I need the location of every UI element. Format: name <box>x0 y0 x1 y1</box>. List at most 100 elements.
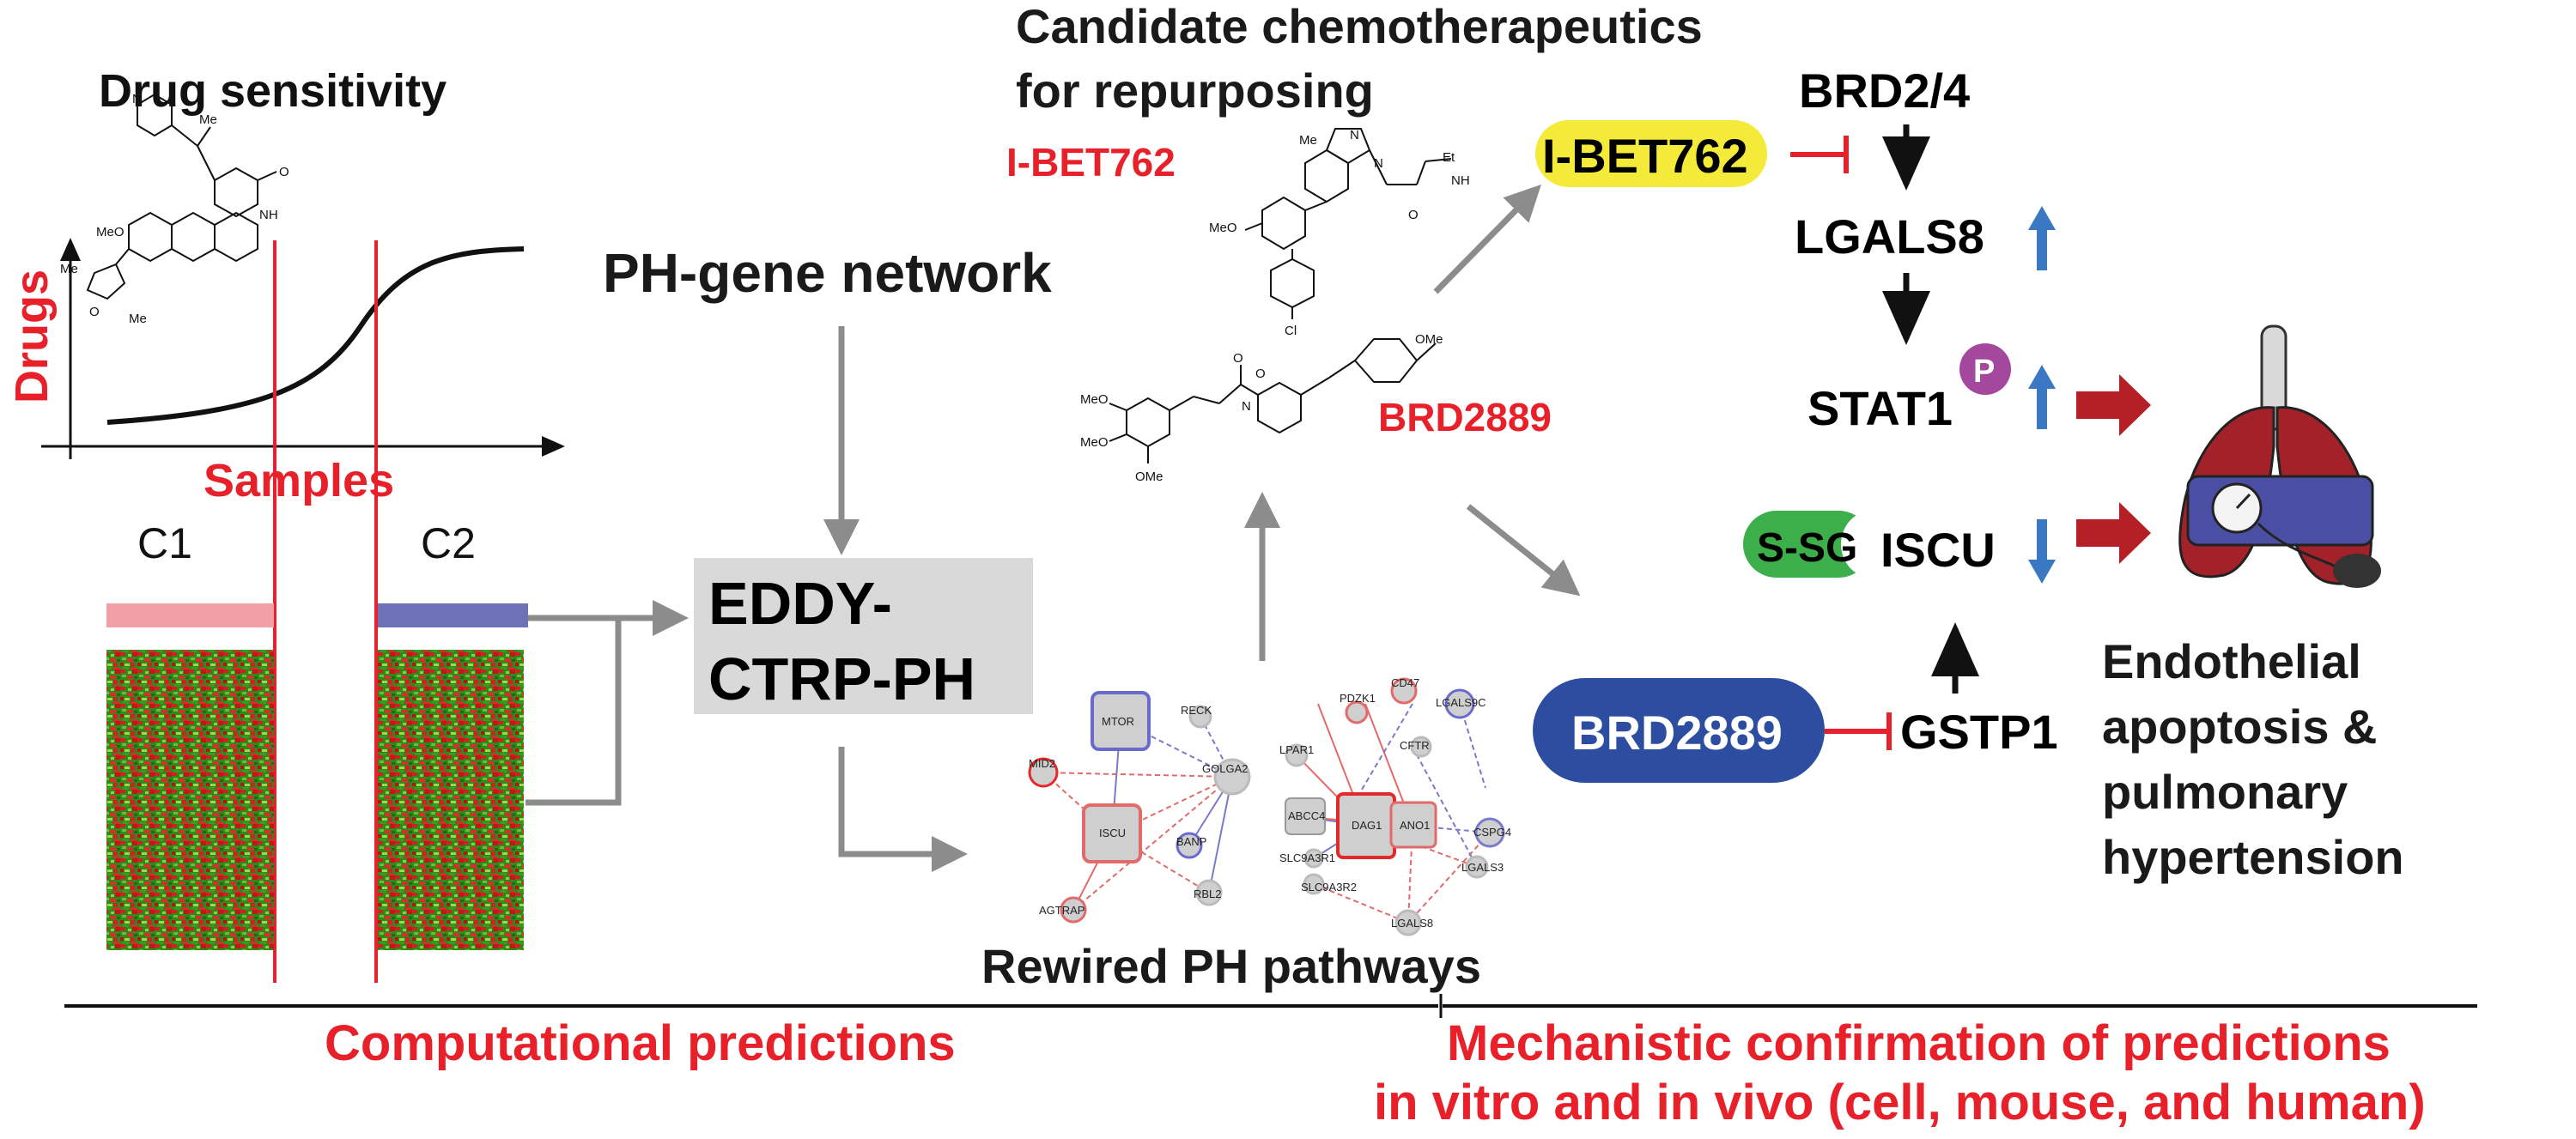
node-cftr: CFTR <box>1400 739 1430 752</box>
node-lgals3: LGALS3 <box>1461 861 1504 874</box>
stat1-outcome-arrow <box>2076 374 2151 436</box>
node-mid2: MID2 <box>1029 757 1055 770</box>
brd-o1: O <box>1233 351 1243 366</box>
ibet-nh: NH <box>1451 173 1470 188</box>
ibet-cl: Cl <box>1285 324 1297 338</box>
lgals8-label: LGALS8 <box>1795 209 1984 264</box>
ibet-n2: N <box>1374 156 1383 171</box>
ibet762-structure <box>1244 128 1452 319</box>
node-cspg4: CSPG4 <box>1473 826 1511 839</box>
brd24-label: BRD2/4 <box>1799 64 1970 118</box>
brd-pill-label: BRD2889 <box>1571 706 1783 760</box>
chem-me-2: Me <box>60 262 78 276</box>
ssg-tag-notch <box>1841 511 1872 578</box>
iscu-down-arrow <box>2028 519 2056 584</box>
node-banp: BANP <box>1176 835 1206 848</box>
lgals8-up-arrow <box>2028 206 2056 270</box>
node-golga2: GOLGA2 <box>1202 762 1248 775</box>
outcome-line1: Endothelial <box>2102 634 2361 688</box>
node-iscu: ISCU <box>1099 827 1126 839</box>
cluster-c2-bar <box>378 603 528 627</box>
node-abcc4: ABCC4 <box>1288 809 1325 822</box>
x-axis-label: Samples <box>204 455 394 506</box>
heatmap-connector <box>526 600 689 806</box>
ibet-o: O <box>1408 208 1419 222</box>
node-lgals8: LGALS8 <box>1391 917 1433 930</box>
y-axis-label: Drugs <box>6 270 58 403</box>
node-slc9a3r1: SLC9A3R1 <box>1279 851 1335 864</box>
ibet-pill <box>1535 120 1767 187</box>
drug1-to-mechanism-arrow <box>1433 185 1541 294</box>
drug2-label: BRD2889 <box>1378 395 1552 439</box>
pathways-label: Rewired PH pathways <box>981 939 1481 993</box>
rewired-network: MTOR RECK MID2 GOLGA2 ISCU BANP AGTRAP R… <box>1028 676 1511 936</box>
outcome-line2: apoptosis & <box>2102 700 2377 754</box>
node-ano1: ANO1 <box>1400 819 1430 832</box>
kinase-inhibitor-structure <box>86 93 277 300</box>
chem-o-1: O <box>279 165 289 179</box>
outcome-line3: pulmonary <box>2102 765 2348 819</box>
ibet-me: Me <box>1299 133 1317 148</box>
node-agtrap: AGTRAP <box>1039 904 1084 917</box>
brd-meo-1: MeO <box>1080 392 1109 407</box>
node-reck: RECK <box>1181 704 1212 717</box>
brd-ome-bottom: OMe <box>1135 470 1163 484</box>
brd-n: N <box>1242 399 1251 414</box>
ibet-pill-label: I-BET762 <box>1542 129 1748 183</box>
chem-me-3: Me <box>129 312 147 326</box>
node-dag1: DAG1 <box>1352 819 1382 832</box>
lungs-illustration <box>2178 324 2381 588</box>
brd2889-structure <box>1109 338 1437 463</box>
sigmoid-curve <box>106 246 525 425</box>
node-rbl2: RBL2 <box>1194 888 1222 900</box>
ibet-inhibit-bar <box>1790 136 1849 173</box>
ibet-et: Et <box>1443 150 1455 165</box>
heatmap-c1 <box>106 650 274 950</box>
phospho-badge <box>1959 343 2011 395</box>
chem-me-1: Me <box>199 112 217 127</box>
gstp1-label: GSTP1 <box>1900 705 2058 759</box>
node-slc9a3r2: SLC9A3R2 <box>1301 881 1357 894</box>
brd-inhibit-bar <box>1825 712 1892 750</box>
footer-right-line1: Mechanistic confirmation of predictions <box>1447 1015 2391 1071</box>
brd-ome-top: OMe <box>1415 332 1443 347</box>
node-lpar1: LPAR1 <box>1279 743 1314 756</box>
drug1-label: I-BET762 <box>1006 140 1176 185</box>
stat1-up-arrow <box>2028 365 2056 429</box>
brd-meo-2: MeO <box>1080 435 1109 450</box>
ssg-label: S-SG <box>1757 525 1857 571</box>
node-cd47: CD47 <box>1391 676 1419 689</box>
ibet-meo: MeO <box>1209 221 1237 235</box>
network-label: PH-gene network <box>603 242 1052 304</box>
chem-meo-1: MeO <box>96 225 125 239</box>
brd-o2: O <box>1255 367 1266 381</box>
eddy-line1: EDDY- <box>708 570 892 637</box>
footer-left-label: Computational predictions <box>325 1015 956 1071</box>
ibet-n1: N <box>1350 128 1359 142</box>
cluster-c1-bar <box>106 603 274 627</box>
chem-nh-1: NH <box>259 208 278 222</box>
stat1-label: STAT1 <box>1807 381 1953 435</box>
drug2-to-mechanism-arrow <box>1466 504 1581 597</box>
drug-sensitivity-title: Drug sensitivity <box>99 65 447 117</box>
candidate-title-line2: for repurposing <box>1016 64 1374 118</box>
node-pdzk1: PDZK1 <box>1340 692 1376 705</box>
candidate-title-line1: Candidate chemotherapeutics <box>1016 0 1703 53</box>
footer-right-line2: in vitro and in vivo (cell, mouse, and h… <box>1374 1075 2426 1130</box>
cluster-c2-label: C2 <box>421 519 476 567</box>
heatmap-c2 <box>378 650 524 950</box>
node-mtor: MTOR <box>1102 715 1134 728</box>
iscu-label: ISCU <box>1880 523 1996 577</box>
cluster-c1-label: C1 <box>137 519 192 567</box>
outcome-line4: hypertension <box>2102 830 2404 884</box>
eddy-line2: CTRP-PH <box>708 645 975 712</box>
eddy-to-pathways-arrow <box>838 747 968 872</box>
chem-o-2: O <box>89 305 100 319</box>
iscu-outcome-arrow <box>2076 502 2151 564</box>
chem-n-1: N <box>132 92 142 106</box>
brd-pill <box>1533 678 1825 783</box>
ssg-tag <box>1743 511 1872 578</box>
phospho-badge-label: P <box>1973 354 1995 390</box>
node-lgals9c: LGALS9C <box>1436 696 1486 709</box>
